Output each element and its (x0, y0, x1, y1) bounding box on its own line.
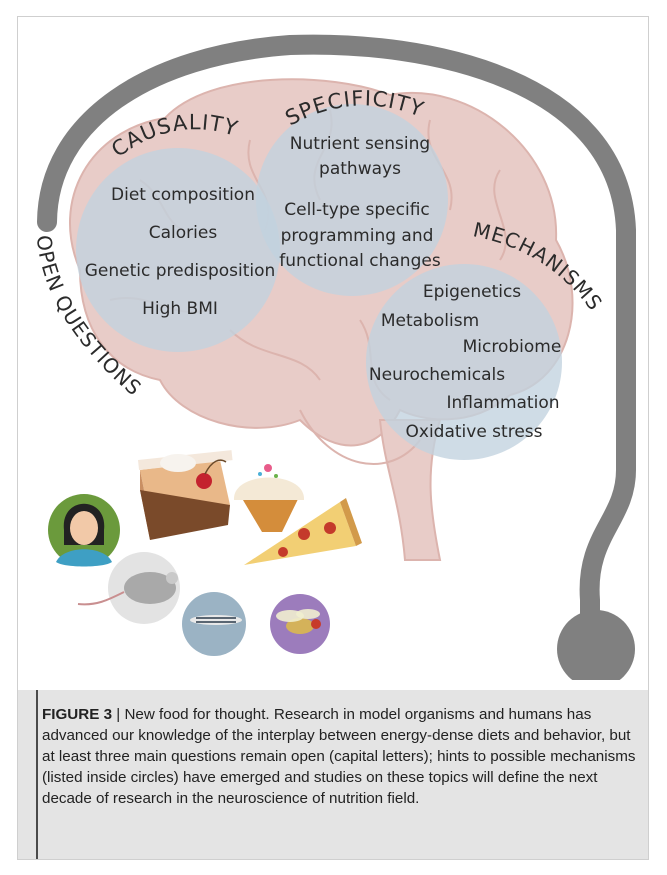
causality-item: Diet composition (111, 185, 255, 205)
figure-illustration: CAUSALITY SPECIFICITY MECHANISMS OPEN QU… (32, 34, 636, 680)
figure-label: FIGURE 3 (42, 706, 113, 723)
causality-circle (76, 148, 280, 352)
causality-item: Calories (149, 223, 218, 243)
cupcake-icon (233, 464, 305, 532)
zebrafish-icon (182, 592, 246, 656)
caption-text: New food for thought. Research in model … (42, 706, 636, 807)
mechanisms-item: Epigenetics (423, 282, 521, 302)
specificity-item: pathways (319, 159, 401, 179)
figure-caption: FIGURE 3 | New food for thought. Researc… (40, 704, 636, 809)
thought-bubble-dot (557, 610, 635, 680)
mouse-icon (77, 552, 180, 624)
thought-arc (37, 34, 636, 625)
caption-accent-bar (36, 690, 38, 859)
specificity-item: Cell-type specific (284, 200, 430, 220)
mechanisms-item: Neurochemicals (369, 365, 505, 385)
fruit-fly-icon (270, 594, 330, 654)
mechanisms-circle (366, 264, 562, 460)
caption-separator: | (112, 706, 125, 723)
causality-item: High BMI (142, 299, 218, 319)
specificity-circle (256, 104, 448, 296)
mechanisms-item: Inflammation (446, 393, 559, 413)
figure-caption-box: FIGURE 3 | New food for thought. Researc… (18, 690, 648, 859)
specificity-item: programming and (281, 226, 434, 246)
human-avatar-icon (48, 494, 120, 567)
mechanisms-item: Oxidative stress (406, 422, 543, 442)
specificity-item: Nutrient sensing (290, 134, 430, 154)
cake-slice-icon (137, 450, 233, 540)
mechanisms-item: Metabolism (381, 311, 479, 331)
pizza-slice-icon (244, 498, 362, 565)
causality-item: Genetic predisposition (85, 261, 276, 281)
mechanisms-item: Microbiome (463, 337, 562, 357)
specificity-item: functional changes (279, 251, 441, 271)
